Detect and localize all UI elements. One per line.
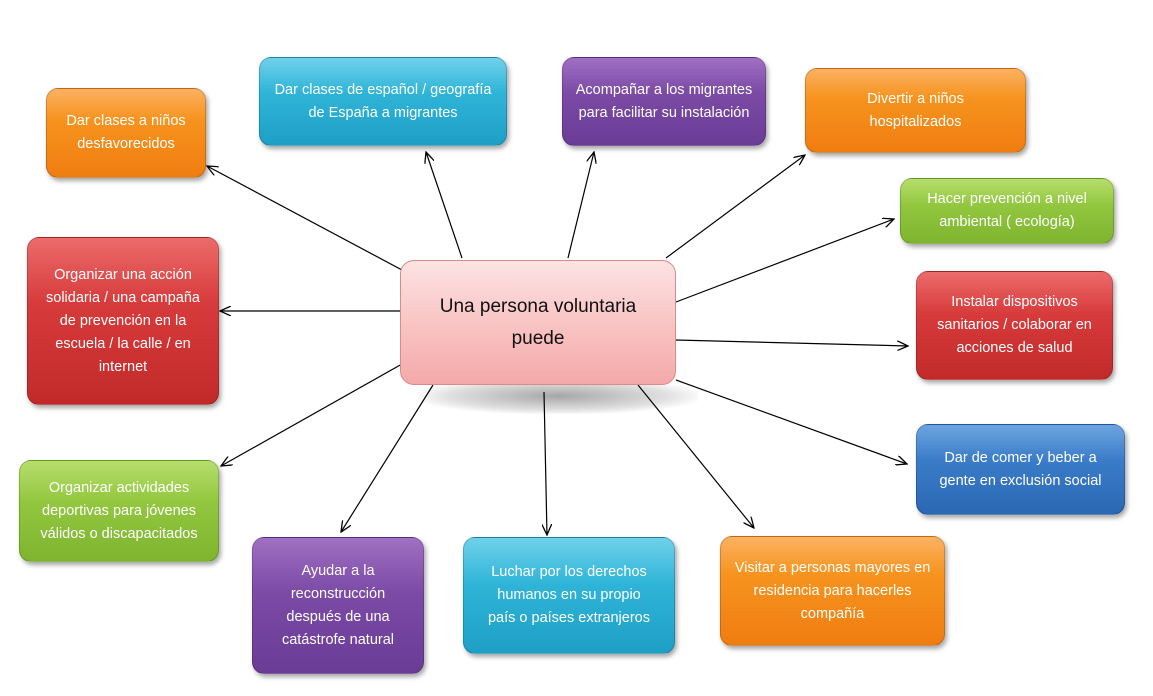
arrow-clases-ninos — [207, 166, 403, 271]
node-label: Acompañar a los migrantes para facilitar… — [575, 81, 753, 121]
node-label: Dar de comer y beber a gente en exclusió… — [939, 449, 1102, 489]
node-dar-comer: Dar de comer y beber a gente en exclusió… — [916, 424, 1125, 515]
center-node: Una persona voluntaria puede — [400, 260, 676, 385]
arrow-acompanar — [567, 152, 594, 259]
node-clases-espanol: Dar clases de español / geografía de Esp… — [259, 57, 507, 146]
node-divertir: Divertir a niños hospitalizados — [805, 68, 1026, 153]
node-clases-ninos: Dar clases a niños desfavorecidos — [46, 88, 206, 178]
node-reconstruccion: Ayudar a la reconstrucción después de un… — [252, 537, 424, 674]
node-label: Dar clases de español / geografía de Esp… — [274, 81, 492, 121]
node-prevencion-ambiental: Hacer prevención a nivel ambiental ( eco… — [900, 178, 1114, 244]
arrow-clases-espanol — [426, 152, 463, 259]
node-label: Ayudar a la reconstrucción después de un… — [281, 562, 395, 648]
node-label: Visitar a personas mayores en residencia… — [734, 559, 931, 622]
arrow-actividades-deportivas — [221, 363, 403, 466]
node-label: Instalar dispositivos sanitarios / colab… — [937, 294, 1092, 356]
node-label: Luchar por los derechos humanos en su pr… — [487, 564, 650, 626]
node-label: Dar clases a niños desfavorecidos — [66, 113, 186, 152]
arrow-divertir — [665, 155, 805, 259]
center-node-text: Una persona voluntaria puede — [439, 295, 637, 349]
node-actividades-deportivas: Organizar actividades deportivas para jó… — [19, 460, 219, 562]
node-label: Organizar una acción solidaria / una cam… — [46, 266, 200, 375]
node-label: Organizar actividades deportivas para jó… — [40, 479, 198, 542]
node-organizar-accion: Organizar una acción solidaria / una cam… — [27, 237, 219, 405]
node-personas-mayores: Visitar a personas mayores en residencia… — [720, 536, 945, 646]
arrow-prevencion-ambiental — [675, 219, 894, 303]
node-derechos-humanos: Luchar por los derechos humanos en su pr… — [463, 537, 675, 654]
arrow-dar-comer — [675, 379, 907, 464]
node-dispositivos-sanitarios: Instalar dispositivos sanitarios / colab… — [916, 271, 1113, 380]
node-acompanar: Acompañar a los migrantes para facilitar… — [562, 57, 766, 146]
node-label: Divertir a niños hospitalizados — [867, 90, 964, 130]
arrow-dispositivos-sanitarios — [675, 339, 908, 346]
node-label: Hacer prevención a nivel ambiental ( eco… — [927, 191, 1087, 230]
